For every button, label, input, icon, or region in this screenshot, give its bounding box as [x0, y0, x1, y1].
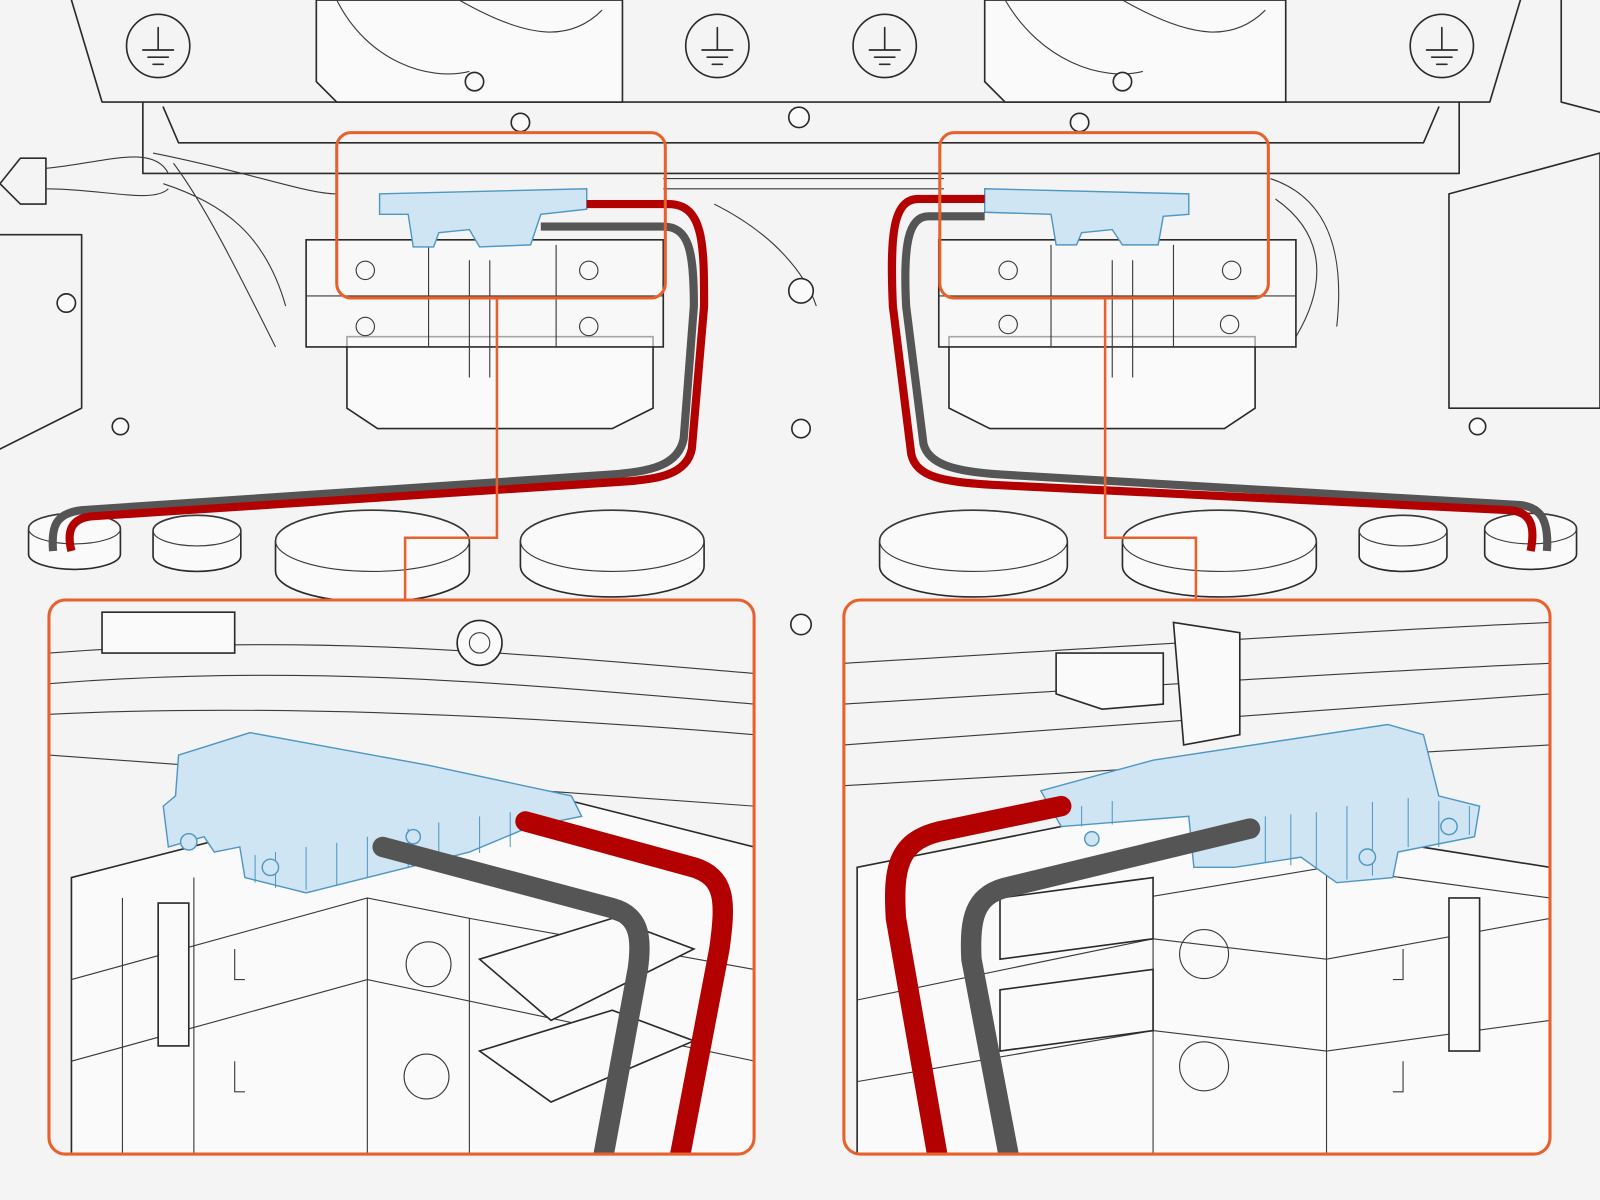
ground-symbol-icon [684, 13, 750, 79]
screws [56, 71, 1487, 636]
ground-symbol-icon [1409, 13, 1475, 79]
detail-inset-right [843, 600, 1550, 1155]
ground-symbol-icon [125, 13, 191, 79]
relay-assembly-right [937, 238, 1297, 430]
relay-assembly-left [305, 238, 665, 430]
chassis-top [0, 0, 1600, 450]
callout-leader-left [403, 297, 499, 600]
fan-left [315, 0, 624, 103]
detail-inset-left [48, 600, 755, 1155]
ground-symbol-icon [852, 13, 918, 79]
detail-inset-right-frame [842, 598, 1552, 1156]
callout-leader-right [1103, 297, 1198, 600]
detail-inset-left-frame [47, 598, 756, 1156]
terminal-block-right [983, 188, 1190, 246]
callout-box-left [335, 131, 667, 300]
fan-right [983, 0, 1287, 103]
terminal-block-left [378, 188, 588, 248]
overview-wires [48, 194, 1552, 553]
